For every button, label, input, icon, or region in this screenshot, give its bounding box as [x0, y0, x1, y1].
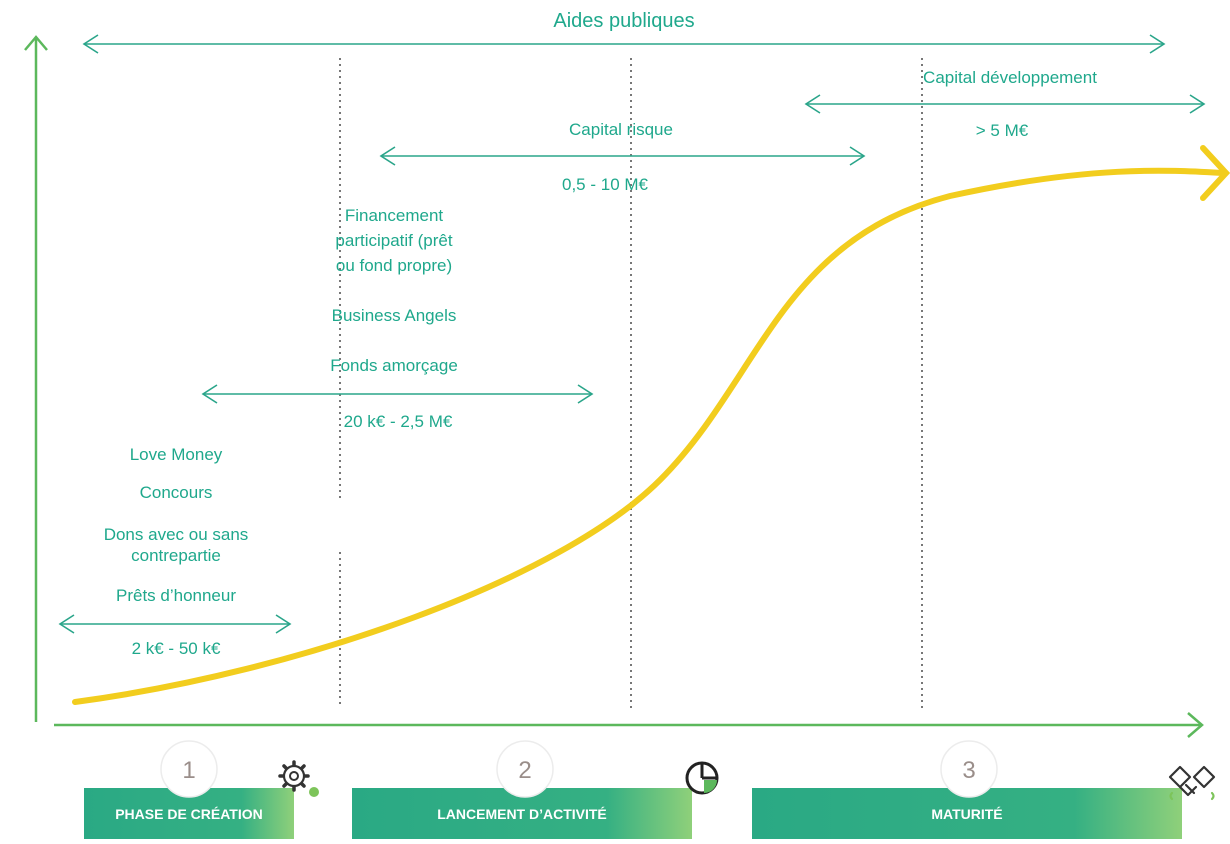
arrow-capital-risque: [379, 146, 866, 166]
phase-number-badge-2: [496, 740, 554, 798]
phase-separators: [339, 58, 923, 708]
phase-number-badge-1: [160, 740, 218, 798]
growth-curve: [72, 145, 1230, 705]
source-prets-honneur: Prêts d’honneur: [116, 586, 236, 605]
arrow-aides-publiques: [82, 34, 1166, 54]
phase-number-badge-3: [940, 740, 998, 798]
phase-label-3: MATURITÉ: [931, 806, 1002, 822]
phase-number-2: 2: [518, 757, 531, 784]
phase-3: MATURITÉ 3: [752, 740, 1216, 839]
aides-publiques-label: Aides publiques: [553, 10, 694, 32]
phase-number-1: 1: [182, 757, 195, 784]
phase-number-3: 3: [962, 757, 975, 784]
y-axis: [24, 35, 48, 722]
phase-2: LANCEMENT D’ACTIVITÉ 2: [352, 740, 719, 839]
phase-label-2: LANCEMENT D’ACTIVITÉ: [437, 806, 607, 822]
source-love-money: Love Money: [130, 445, 223, 464]
source-dons-line2: contrepartie: [131, 546, 221, 565]
capital-risque-amount: 0,5 - 10 M€: [562, 175, 649, 194]
x-axis: [54, 712, 1204, 738]
capital-risque-label: Capital risque: [569, 120, 673, 139]
amorcage-amount: 20 k€ - 2,5 M€: [344, 412, 453, 431]
phase-1: PHASE DE CRÉATION 1: [84, 740, 319, 839]
source-concours: Concours: [140, 483, 213, 502]
arrow-capital-developpement: [804, 94, 1206, 114]
source-financement-line2: participatif (prêt: [335, 231, 452, 250]
source-financement-line1: Financement: [345, 206, 444, 225]
range-arrows: [58, 34, 1206, 634]
phase-label-1: PHASE DE CRÉATION: [115, 806, 263, 822]
arrow-amorcage: [201, 384, 594, 404]
honneur-amount: 2 k€ - 50 k€: [132, 639, 221, 658]
capital-developpement-label: Capital développement: [923, 68, 1097, 87]
early-stage-sources: Love Money Concours Dons avec ou sans co…: [104, 445, 249, 605]
capital-developpement-amount: > 5 M€: [976, 121, 1029, 140]
source-dons-line1: Dons avec ou sans: [104, 525, 249, 544]
source-fonds-amorcage: Fonds amorçage: [330, 356, 458, 375]
pie-chart-icon: [685, 761, 719, 795]
gear-icon: [278, 760, 319, 797]
handshake-icon: [1168, 765, 1216, 801]
arrow-honneur: [58, 614, 292, 634]
mid-stage-sources: Financement participatif (prêt ou fond p…: [330, 206, 458, 375]
source-business-angels: Business Angels: [332, 306, 457, 325]
source-financement-line3: ou fond propre): [336, 256, 452, 275]
